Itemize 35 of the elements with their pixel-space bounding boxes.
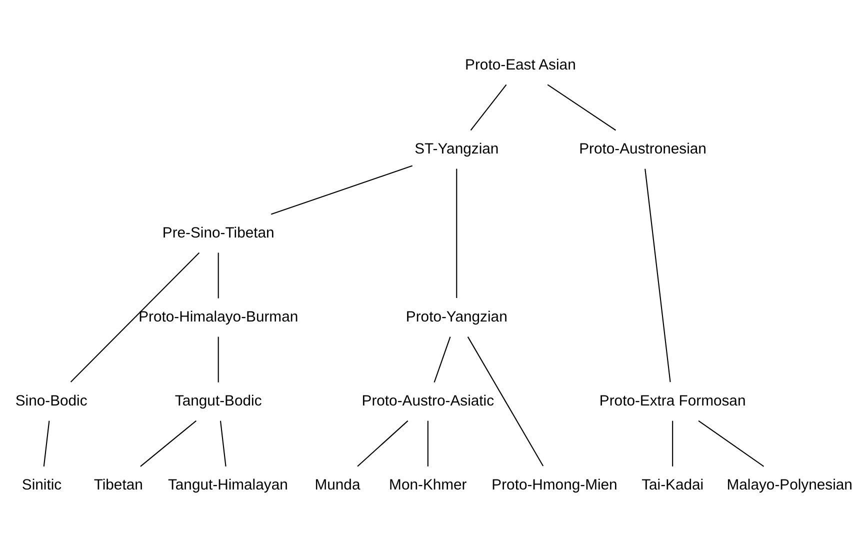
- node-text: Proto-East Asian: [465, 56, 576, 73]
- connector: [434, 336, 451, 382]
- connector: [270, 164, 413, 214]
- connector: [547, 84, 616, 130]
- node-text: Tangut-Bodic: [174, 392, 262, 409]
- connector: [427, 420, 428, 466]
- connector: [43, 420, 50, 466]
- node-text: Proto-Extra Formosan: [599, 392, 746, 409]
- connector: [456, 168, 458, 298]
- node-text: Proto-Austro-Asiatic: [362, 392, 494, 409]
- connector: [672, 420, 674, 466]
- connector: [220, 420, 226, 466]
- node-text: Tai-Kadai: [642, 477, 704, 494]
- connector: [470, 84, 507, 130]
- node-text: Proto-Yangzian: [406, 308, 508, 325]
- node-text: Sino-Bodic: [15, 392, 88, 409]
- node-text: Mon-Khmer: [389, 477, 467, 494]
- connector: [140, 420, 196, 466]
- connector: [644, 168, 671, 382]
- node-text: Pre-Sino-Tibetan: [162, 224, 274, 241]
- node-text: Proto-Himalayo-Burman: [138, 308, 298, 325]
- connector: [467, 336, 544, 466]
- node-text: Tibetan: [94, 477, 143, 494]
- connector: [698, 420, 764, 466]
- connector: [70, 252, 200, 382]
- node-text: ST-Yangzian: [414, 140, 499, 157]
- node-text: Tangut-Himalayan: [168, 477, 288, 494]
- connector: [357, 420, 408, 466]
- node-text: Malayo-Polynesian: [726, 477, 852, 494]
- node-text: Sinitic: [22, 477, 62, 494]
- connector: [218, 336, 219, 382]
- node-text: Munda: [314, 477, 360, 494]
- node-text: Proto-Hmong-Mien: [492, 477, 618, 494]
- connector: [218, 252, 219, 298]
- node-text: Proto-Austronesian: [579, 140, 706, 157]
